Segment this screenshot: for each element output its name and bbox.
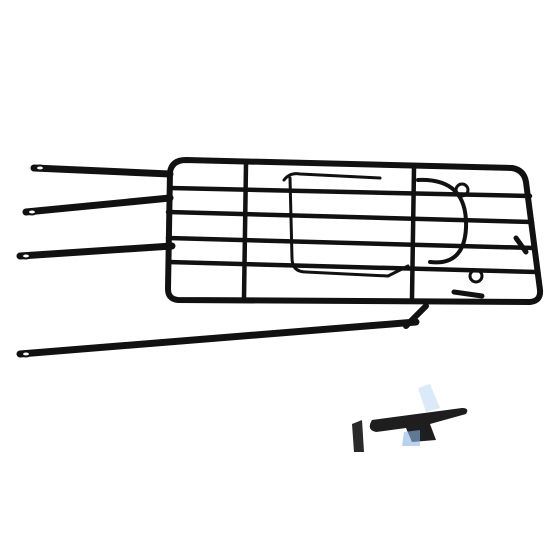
eyelet-4: [21, 350, 31, 358]
strut-3: [16, 242, 176, 260]
eyelet-1: [35, 164, 45, 172]
clamp-bracket: [352, 420, 364, 452]
spring-clip-loop: [416, 177, 469, 265]
strut-4-mount: [403, 303, 429, 329]
spring-coil-bottom: [468, 268, 484, 284]
eyelet-2: [27, 208, 37, 216]
strut-2: [22, 194, 174, 216]
clamp-shadow: [402, 430, 420, 446]
spring-clip: [282, 172, 410, 278]
rack-platform: [165, 157, 544, 305]
rail-2: [165, 209, 535, 225]
clamp-body: [369, 408, 468, 442]
rail-1: [167, 185, 533, 199]
rear-hook: [513, 235, 529, 255]
outer-frame: [165, 157, 544, 305]
strut-1: [30, 164, 174, 178]
eyelet-3: [21, 252, 31, 260]
front-clamp: [451, 289, 485, 299]
strut-eyelets: [21, 164, 45, 358]
mounting-clamp-part: [352, 384, 468, 452]
support-struts: [16, 164, 429, 358]
crossbar-1: [241, 161, 249, 301]
strut-4: [16, 318, 420, 358]
spring-coil-top: [454, 182, 470, 198]
crossbar-2: [409, 165, 417, 301]
clamp-highlight: [418, 384, 440, 412]
rail-3: [165, 235, 537, 251]
